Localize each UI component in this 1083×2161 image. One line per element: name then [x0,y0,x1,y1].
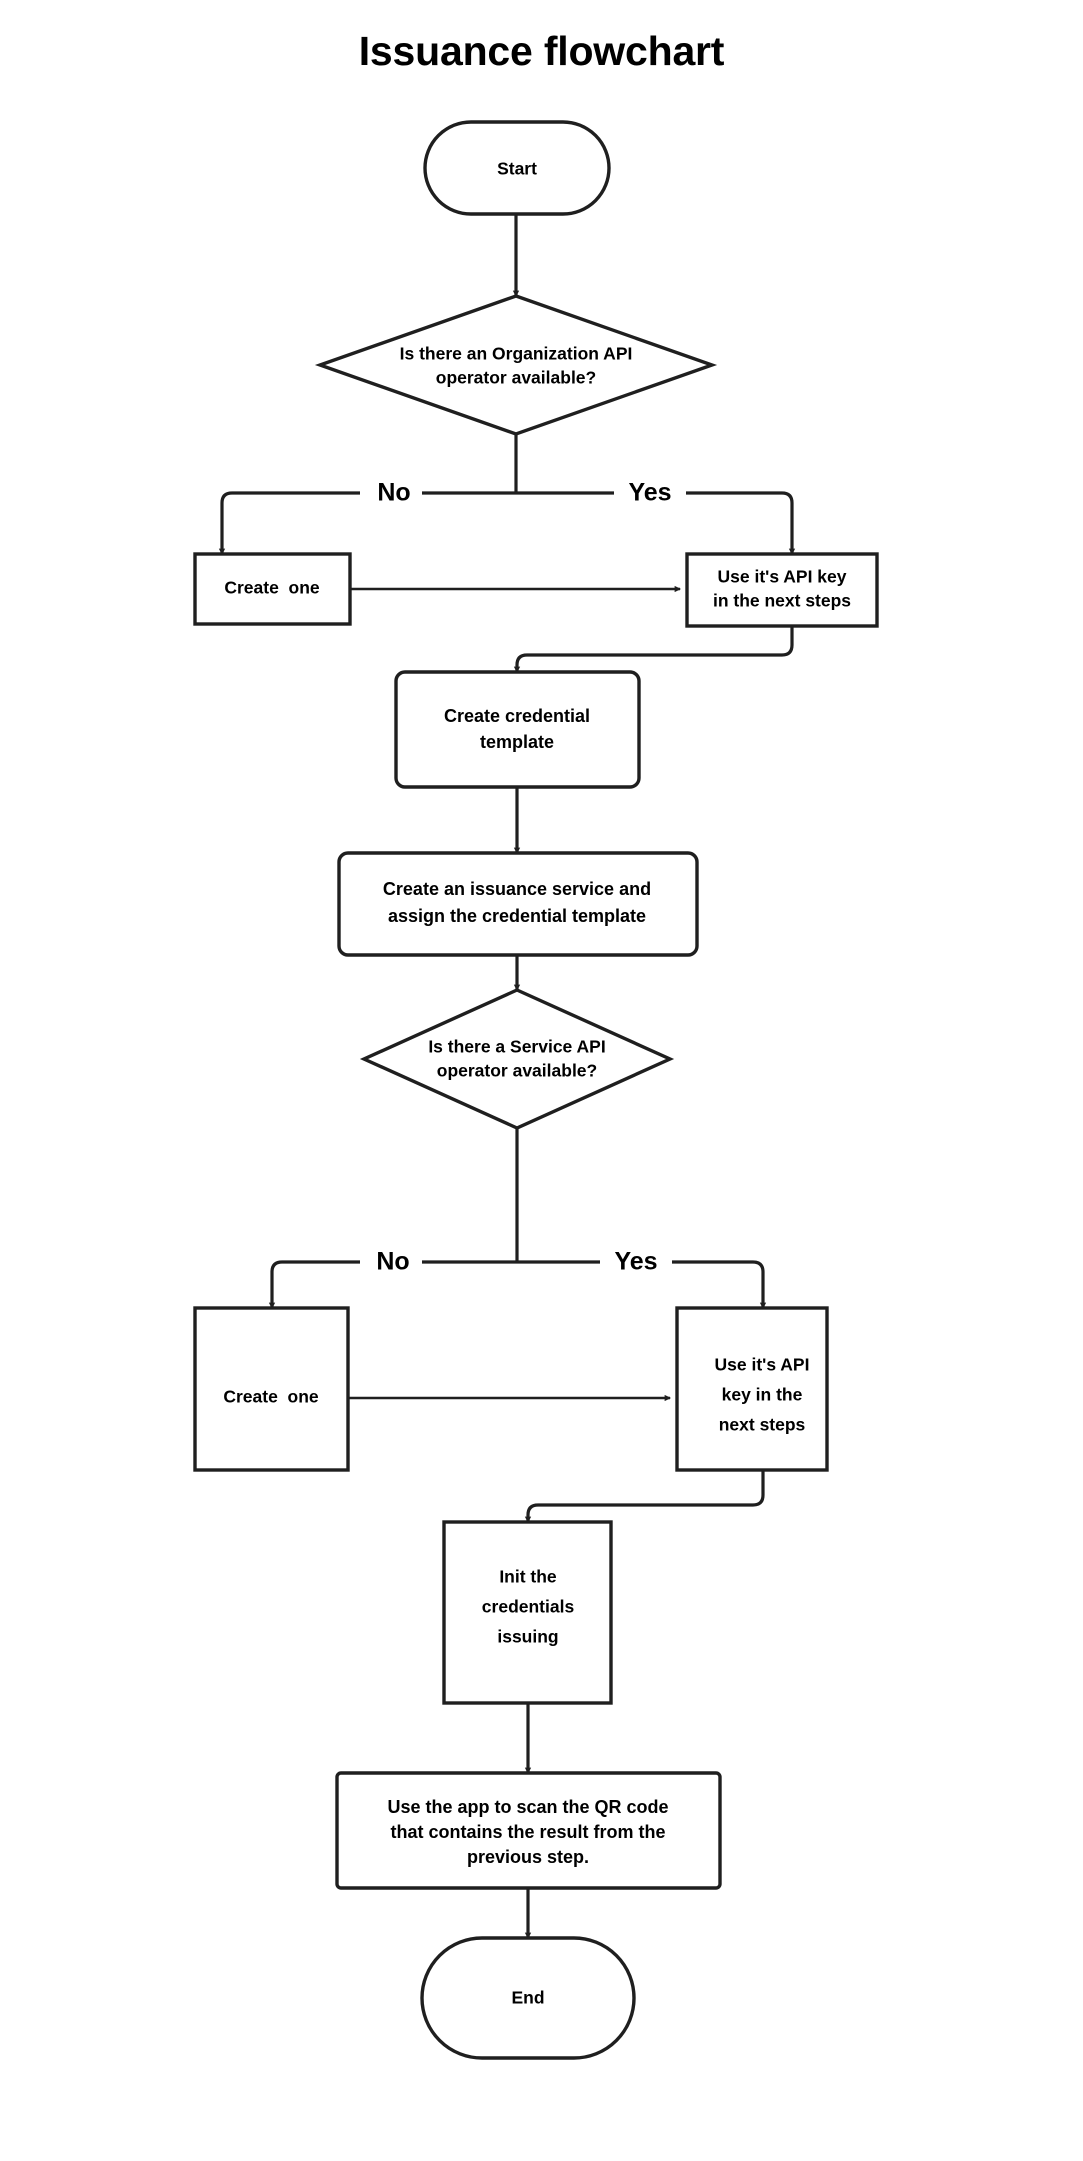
edge-label-yes-1: Yes [614,477,686,509]
edge-label-no-1: No [360,477,422,509]
node-scan-line2: that contains the result from the [390,1822,665,1842]
node-create-one-2-label: Create one [223,1387,319,1407]
node-use-api-key-1-line2: in the next steps [713,591,851,611]
node-service-line2: assign the credential template [388,906,646,926]
edge-label-no-1-text: No [377,479,410,507]
node-decision1-line2: operator available? [436,368,596,388]
node-create-one-1-label: Create one [224,578,320,598]
edge-decision1-yes [516,491,796,556]
edge-decision1-no [218,491,516,556]
node-decision2-line2: operator available? [437,1061,597,1081]
node-init-credentials-issuing[interactable]: Init the credentials issuing [442,1520,613,1705]
node-service-line1: Create an issuance service and [383,879,651,899]
node-template-line1: Create credential [444,706,590,726]
node-init-line2: credentials [482,1597,575,1617]
edge-label-no-2: No [360,1246,422,1278]
page-title: Issuance flowchart [358,28,725,74]
node-use-api-key-1[interactable]: Use it's API key in the next steps [685,552,879,628]
node-decision1-line1: Is there an Organization API [400,344,633,364]
node-scan-line1: Use the app to scan the QR code [387,1797,668,1817]
node-start-label: Start [497,159,537,179]
edge-label-yes-2: Yes [600,1246,672,1278]
edge-useapi2-to-init [524,1470,765,1524]
node-init-line3: issuing [497,1627,558,1647]
node-scan-qr-code[interactable]: Use the app to scan the QR code that con… [335,1771,722,1890]
node-end-label: End [511,1988,544,2008]
node-decision-service-api[interactable]: Is there a Service API operator availabl… [359,988,675,1130]
node-decision2-line1: Is there a Service API [428,1037,605,1057]
node-use-api-key-1-line1: Use it's API key [718,567,847,587]
edge-label-yes-1-text: Yes [628,479,671,507]
edge-label-no-2-text: No [376,1248,409,1276]
node-use-api-key-2[interactable]: Use it's API key in the next steps [675,1306,829,1472]
edge-decision2-no [268,1260,517,1310]
node-create-credential-template[interactable]: Create credential template [394,670,641,789]
node-start[interactable]: Start [423,120,611,216]
node-use-api-key-2-line3: next steps [719,1415,806,1435]
edge-useapi1-to-template [513,626,794,674]
node-create-issuance-service[interactable]: Create an issuance service and assign th… [337,851,699,957]
node-create-one-2[interactable]: Create one [193,1306,350,1472]
node-end[interactable]: End [420,1936,636,2060]
edge-decision2-yes [517,1260,767,1310]
node-scan-line3: previous step. [467,1847,589,1867]
edge-label-yes-2-text: Yes [614,1248,657,1276]
node-use-api-key-2-line1: Use it's API [715,1355,810,1375]
node-init-line1: Init the [499,1567,557,1587]
node-use-api-key-2-line2: key in the [722,1385,803,1405]
node-template-line2: template [480,732,554,752]
node-decision-organization-api[interactable]: Is there an Organization API operator av… [314,294,718,436]
node-create-one-1[interactable]: Create one [193,552,352,626]
